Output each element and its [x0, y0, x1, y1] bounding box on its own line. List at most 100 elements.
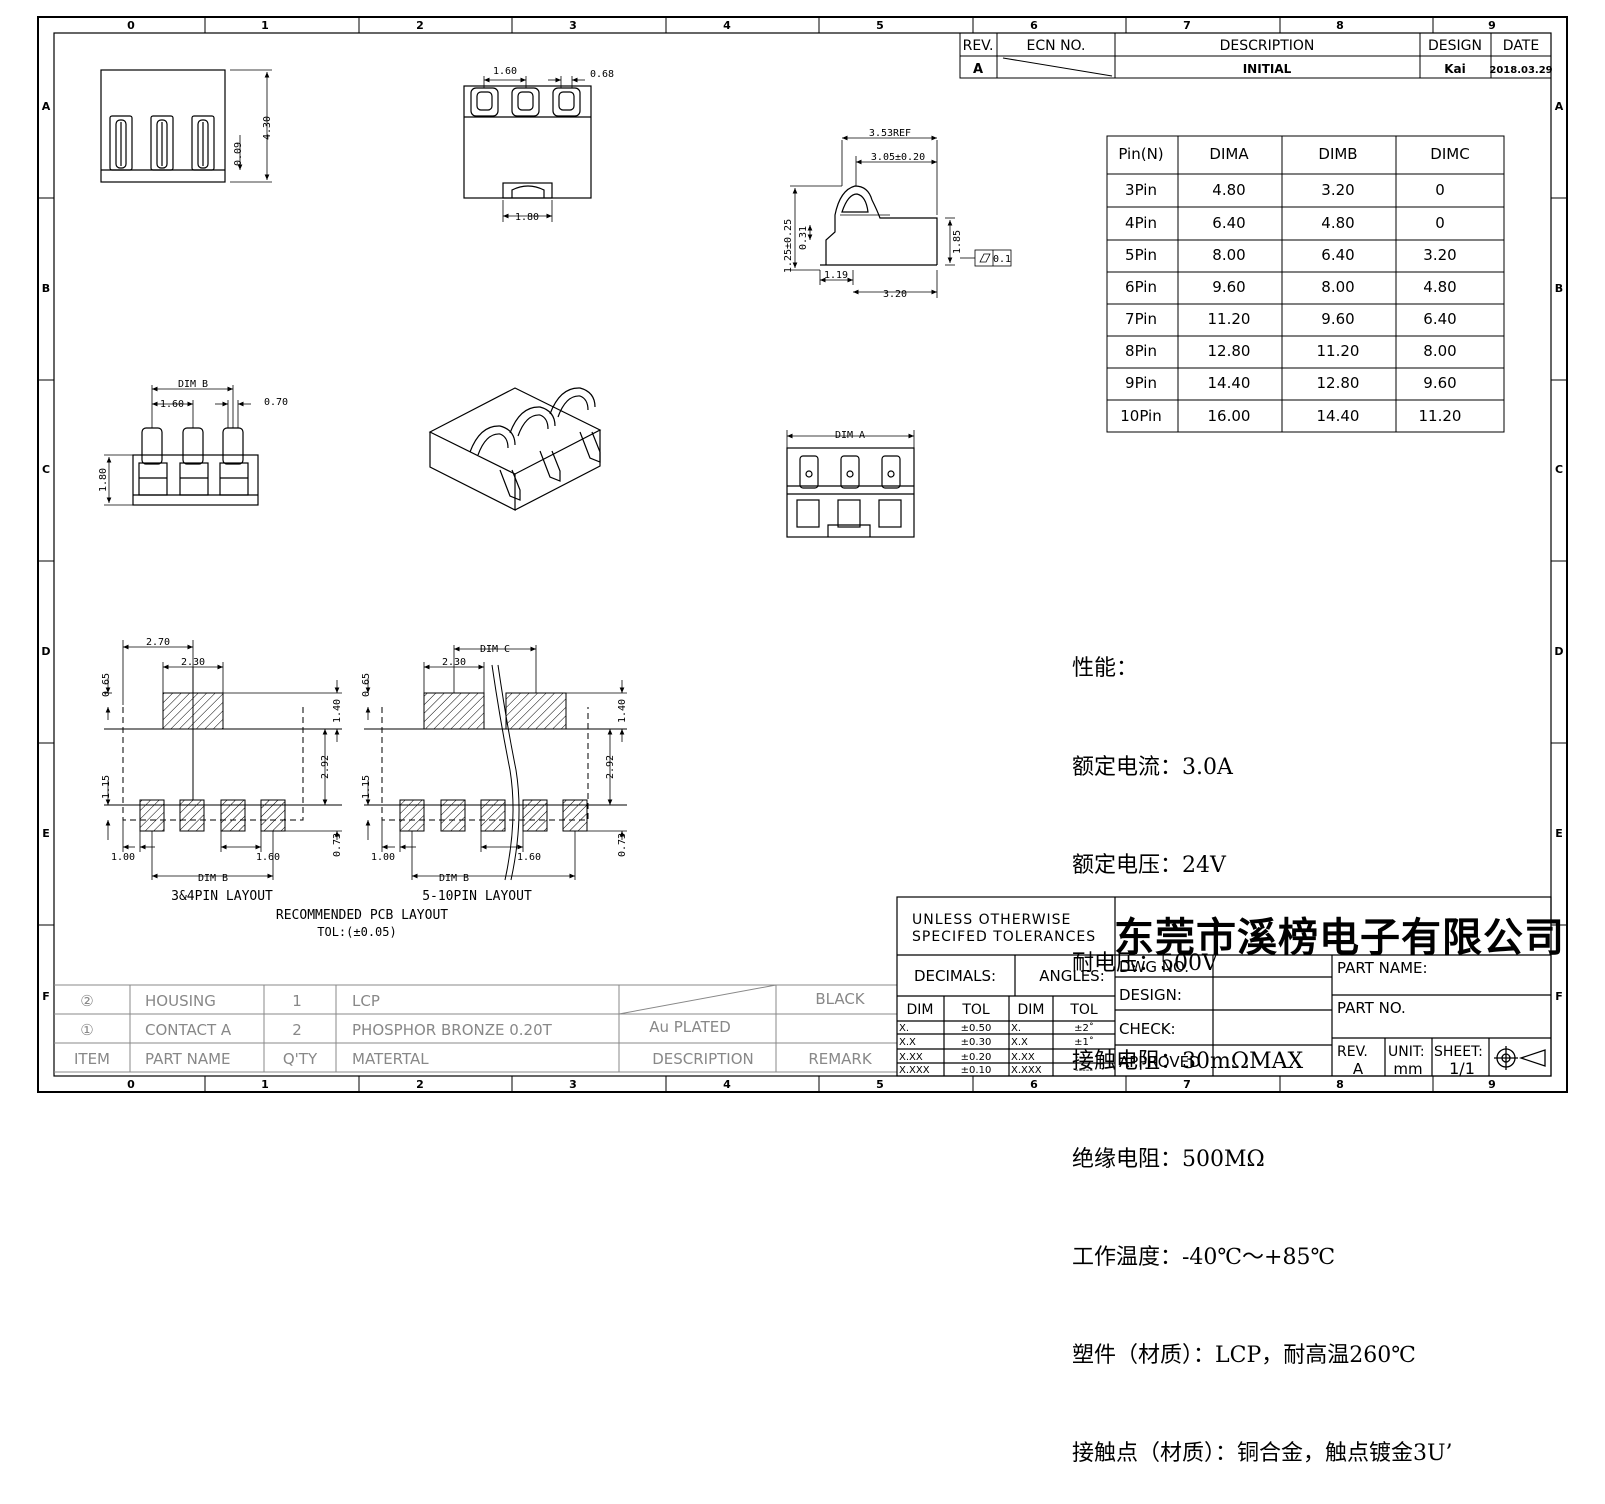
spec-rated-current: 额定电流：3.0A [1072, 754, 1233, 780]
pin-table-cell: 6Pin [1125, 278, 1157, 296]
col-label-7: 7 [1183, 19, 1191, 32]
col-label-9: 9 [1488, 19, 1496, 32]
angle-tol-cell: ±2˚ [1074, 1022, 1094, 1034]
pcb-right-073: 0.73 [617, 833, 628, 857]
pin-table-cell: 8.00 [1212, 246, 1245, 264]
dim-top-left-height: 4.30 [262, 116, 273, 140]
angles-label: ANGLES: [1039, 967, 1105, 985]
top-view-c-left [104, 385, 259, 506]
pcb-right-115: 1.15 [361, 775, 372, 799]
row-label-d: D [41, 645, 50, 658]
bom-table: ② HOUSING 1 LCP BLACK ① CONTACT A 2 PHOS… [54, 984, 897, 1073]
col-label-3-bottom: 3 [569, 1078, 577, 1091]
decimal-dim-cell: X.XX [899, 1052, 923, 1063]
design-header: DESIGN [1428, 38, 1482, 54]
spec-housing-material: 塑件（材质）：LCP，耐高温260℃ [1072, 1343, 1416, 1369]
tolerance-title-line-2: SPECIFED TOLERANCES [912, 929, 1096, 945]
row-label-b: B [42, 282, 50, 295]
pin-table-cell: 9.60 [1212, 278, 1245, 296]
dim-top-left-small: 0.09 [233, 142, 244, 166]
border-frame [37, 16, 1568, 1093]
col-label-6-bottom: 6 [1030, 1078, 1038, 1091]
pin-table-cell: 12.80 [1317, 374, 1360, 392]
specs-heading: 性能： [1072, 656, 1139, 682]
pin-table-cell: 16.00 [1208, 407, 1251, 425]
dim-side-bottom2: 3.20 [883, 289, 907, 300]
pin-table-cell: 6.40 [1212, 214, 1245, 232]
pcb-left-caption: 3&4PIN LAYOUT [171, 889, 273, 904]
top-view-mid [463, 76, 592, 222]
contact-slot-1 [109, 115, 133, 171]
angle-tol-cell: ±1˚ [1074, 1036, 1094, 1048]
row-label-d-right: D [1554, 645, 1563, 658]
dim-header-2: DIM [1018, 1002, 1045, 1018]
unit-value: mm [1393, 1060, 1422, 1078]
angle-dim-cell: X.XXX [1011, 1065, 1042, 1076]
pin-table-cell: 10Pin [1120, 407, 1161, 425]
col-label-9-bottom: 9 [1488, 1078, 1496, 1091]
pcb-layout-title: RECOMMENDED PCB LAYOUT [276, 908, 448, 923]
grid-zone-labels: 0 1 2 3 4 5 6 7 8 9 0 1 2 3 4 5 6 7 8 9 … [38, 17, 1567, 1092]
title-block: UNLESS OTHERWISE SPECIFED TOLERANCES DEC… [896, 896, 1552, 1078]
description-header: DESCRIPTION [1220, 38, 1315, 54]
part-name-label: PART NAME: [1337, 959, 1428, 977]
pcb-left-292: 2.92 [320, 755, 331, 779]
part-no-label: PART NO. [1337, 999, 1406, 1017]
tol-header-1: TOL [961, 1002, 990, 1018]
col-label-1-bottom: 1 [261, 1078, 269, 1091]
iso-contact-3 [549, 387, 601, 463]
bom-row-1-item: ② [80, 992, 93, 1010]
dim-side-h3: 1.85 [952, 230, 963, 254]
col-label-5: 5 [876, 19, 884, 32]
pcb-left-115: 1.15 [101, 775, 112, 799]
col-label-8-bottom: 8 [1336, 1078, 1344, 1091]
pcb-layout-right [364, 645, 627, 881]
angle-dim-cell: X. [1011, 1023, 1021, 1034]
iso-contact-1 [469, 425, 521, 501]
dimc-header: DIMC [1430, 145, 1469, 163]
pcb-right-140: 1.40 [617, 699, 628, 723]
dim-side-h1: 1.25±0.25 [783, 219, 794, 273]
bom-row-2-part: CONTACT A [145, 1021, 232, 1039]
pcb-left-065: 0.65 [101, 673, 112, 697]
side-profile-view [790, 135, 1012, 298]
pin-table-cell: 9.60 [1321, 310, 1354, 328]
pcb-right-100: 1.00 [371, 852, 395, 863]
check-label: CHECK: [1119, 1020, 1176, 1038]
col-label-1: 1 [261, 19, 269, 32]
approved-label: APPROVED [1119, 1053, 1201, 1071]
pin-table-cell: 4.80 [1423, 278, 1456, 296]
row-label-f: F [42, 990, 50, 1003]
dim-c-height: 1.80 [98, 468, 109, 492]
top-zone-ticks [38, 17, 1567, 1092]
decimal-dim-cell: X. [899, 1023, 909, 1034]
ecn-header: ECN NO. [1027, 38, 1086, 54]
decimals-label: DECIMALS: [914, 967, 996, 985]
dim-mid-width: 0.68 [590, 69, 614, 80]
pin-table-cell: 8Pin [1125, 342, 1157, 360]
row-label-b-right: B [1555, 282, 1563, 295]
bom-row-2-description: Au PLATED [649, 1018, 731, 1036]
pin-table-cell: 9.60 [1423, 374, 1456, 392]
decimal-tol-cell: ±0.10 [961, 1065, 992, 1076]
dim-side-bottom1: 1.19 [824, 270, 848, 281]
spec-insulation-resistance: 绝缘电阻：500MΩ [1072, 1146, 1265, 1172]
dim-mid-pitch: 1.60 [493, 66, 517, 77]
dima-header: DIMA [1209, 145, 1249, 163]
angle-dim-cell: X.XX [1011, 1052, 1035, 1063]
col-label-7-bottom: 7 [1183, 1078, 1191, 1091]
dim-c-width: 0.70 [264, 397, 288, 408]
rev-value: A [1353, 1060, 1364, 1078]
pcb-layout-tolerance: TOL:(±0.05) [317, 925, 396, 939]
col-label-2: 2 [416, 19, 424, 32]
pin-table-cell: 0 [1435, 214, 1445, 232]
unit-label: UNIT: [1388, 1044, 1425, 1060]
pcb-right-dimc: DIM C [480, 644, 510, 655]
pin-table-cell: 3.20 [1423, 246, 1456, 264]
design-label: DESIGN: [1119, 986, 1182, 1004]
pin-table-cell: 4.80 [1321, 214, 1354, 232]
pin-table-cell: 11.20 [1419, 407, 1462, 425]
angle-tol-cell: ----- [1075, 1052, 1093, 1063]
rev-value: A [973, 62, 983, 77]
pin-table-cell: 3.20 [1321, 181, 1354, 199]
